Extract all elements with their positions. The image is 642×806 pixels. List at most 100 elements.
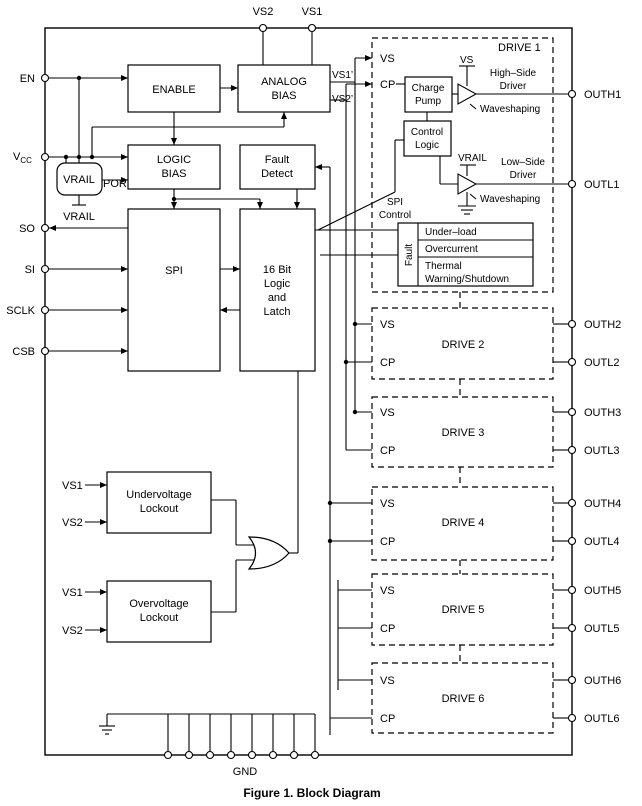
drive-5-cp: CP bbox=[380, 623, 395, 635]
drive-5-vs: VS bbox=[380, 585, 395, 597]
vs1-pin bbox=[307, 23, 317, 33]
fault-table bbox=[397, 222, 534, 287]
undervoltage-block bbox=[106, 471, 212, 534]
low-side-line1: Low–Side bbox=[501, 157, 545, 168]
en-label: EN bbox=[20, 73, 35, 85]
analog-bias-line2: BIAS bbox=[271, 90, 296, 102]
fault-detect-block bbox=[239, 144, 316, 190]
drive-2-title: DRIVE 2 bbox=[442, 339, 485, 351]
vrail-label: VRAIL bbox=[63, 174, 95, 186]
outh2-label: OUTH2 bbox=[584, 319, 621, 331]
vs-small-label: VS bbox=[460, 55, 474, 66]
fault-table-label: Fault bbox=[404, 244, 415, 266]
drive-4: DRIVE 4 VS CP bbox=[371, 486, 554, 561]
latch-line2: Logic bbox=[264, 278, 291, 290]
drive-5-box bbox=[371, 573, 554, 646]
control-logic-line2: Logic bbox=[415, 140, 439, 151]
latch-line1: 16 Bit bbox=[263, 264, 291, 276]
outl6-pin bbox=[567, 713, 577, 723]
drive-3-cp: CP bbox=[380, 445, 395, 457]
spi-control-line1: SPI bbox=[387, 197, 403, 208]
fault-item-warning: Warning/Shutdown bbox=[425, 274, 509, 285]
analog-bias-line1: ANALOG bbox=[261, 76, 307, 88]
drive-3: DRIVE 3 VS CP bbox=[371, 396, 554, 468]
latch-line4: Latch bbox=[264, 306, 291, 318]
drive-1: DRIVE 1 VS CP Charge Pump Control Logic … bbox=[317, 37, 568, 293]
si-pin bbox=[40, 264, 50, 274]
spi-control-line2: Control bbox=[379, 210, 411, 221]
enable-block bbox=[127, 64, 221, 113]
drive-1-cp: CP bbox=[380, 79, 395, 91]
vrail-small-label: VRAIL bbox=[458, 153, 487, 164]
fault-item-overcurrent: Overcurrent bbox=[425, 244, 478, 255]
chip-outline bbox=[44, 27, 573, 756]
fault-detect-line2: Detect bbox=[261, 168, 293, 180]
drive-5-title: DRIVE 5 bbox=[442, 604, 485, 616]
outh6-label: OUTH6 bbox=[584, 675, 621, 687]
enable-label: ENABLE bbox=[152, 84, 195, 96]
vs1-prime-label: VS1’ bbox=[332, 70, 353, 81]
control-logic-line1: Control bbox=[411, 127, 443, 138]
outl2-label: OUTL2 bbox=[584, 357, 619, 369]
drive-6-box bbox=[371, 662, 554, 734]
charge-pump-block bbox=[404, 76, 453, 113]
fault-detect-line1: Fault bbox=[265, 154, 289, 166]
uv-vs1-label: VS1 bbox=[62, 480, 83, 492]
outl6-label: OUTL6 bbox=[584, 713, 619, 725]
outh4-pin bbox=[567, 498, 577, 508]
figure-caption: Figure 1. Block Diagram bbox=[243, 786, 380, 800]
logic-bias-line1: LOGIC bbox=[157, 154, 191, 166]
drive-6: DRIVE 6 VS CP bbox=[371, 662, 554, 734]
outh3-pin bbox=[567, 407, 577, 417]
drive-1-title: DRIVE 1 bbox=[498, 42, 541, 54]
uv-vs2-label: VS2 bbox=[62, 517, 83, 529]
fault-item-thermal: Thermal bbox=[425, 261, 462, 272]
drive-4-box bbox=[371, 486, 554, 561]
logic-bias-block bbox=[127, 144, 221, 190]
analog-bias-block bbox=[237, 64, 331, 113]
supply-rails: VS1’ VS2’ bbox=[330, 55, 372, 690]
drive-4-title: DRIVE 4 bbox=[442, 517, 485, 529]
drive-6-title: DRIVE 6 bbox=[442, 693, 485, 705]
control-logic-block bbox=[403, 120, 452, 157]
spi-label: SPI bbox=[165, 265, 183, 277]
waveshaping-high: Waveshaping bbox=[480, 104, 540, 115]
undervoltage-line2: Lockout bbox=[140, 503, 179, 515]
spi-block bbox=[127, 208, 221, 372]
outh2-pin bbox=[567, 319, 577, 329]
low-side-line2: Driver bbox=[510, 170, 537, 181]
outh5-label: OUTH5 bbox=[584, 585, 621, 597]
logic-latch-block bbox=[239, 208, 316, 372]
vcc-label: VCC bbox=[13, 151, 32, 165]
csb-pin bbox=[40, 346, 50, 356]
vs2-pin bbox=[258, 23, 268, 33]
en-pin bbox=[40, 73, 50, 83]
fault-item-underload: Under–load bbox=[425, 227, 477, 238]
overvoltage-block bbox=[106, 580, 212, 643]
outl2-pin bbox=[567, 357, 577, 367]
vrail-out-label: VRAIL bbox=[63, 211, 95, 223]
drive-6-vs: VS bbox=[380, 675, 395, 687]
outh6-pin bbox=[567, 675, 577, 685]
sclk-pin bbox=[40, 305, 50, 315]
drive-3-box bbox=[371, 396, 554, 468]
outl1-label: OUTL1 bbox=[584, 179, 619, 191]
outl5-pin bbox=[567, 623, 577, 633]
drive-6-cp: CP bbox=[380, 713, 395, 725]
vs1-label: VS1 bbox=[302, 6, 323, 18]
outh4-label: OUTH4 bbox=[584, 498, 621, 510]
drive-4-vs: VS bbox=[380, 498, 395, 510]
drive-5: DRIVE 5 VS CP bbox=[371, 573, 554, 646]
outl5-label: OUTL5 bbox=[584, 623, 619, 635]
drive-3-vs: VS bbox=[380, 407, 395, 419]
drive-2: DRIVE 2 VS CP bbox=[371, 307, 554, 380]
ov-vs2-label: VS2 bbox=[62, 625, 83, 637]
outh1-label: OUTH1 bbox=[584, 89, 621, 101]
ov-vs1-label: VS1 bbox=[62, 587, 83, 599]
high-side-driver-symbol bbox=[457, 83, 478, 105]
outh5-pin bbox=[567, 585, 577, 595]
input-pins: EN VCC SO SI SCLK CSB bbox=[6, 73, 50, 358]
overvoltage-line1: Overvoltage bbox=[129, 598, 188, 610]
outl4-label: OUTL4 bbox=[584, 536, 619, 548]
